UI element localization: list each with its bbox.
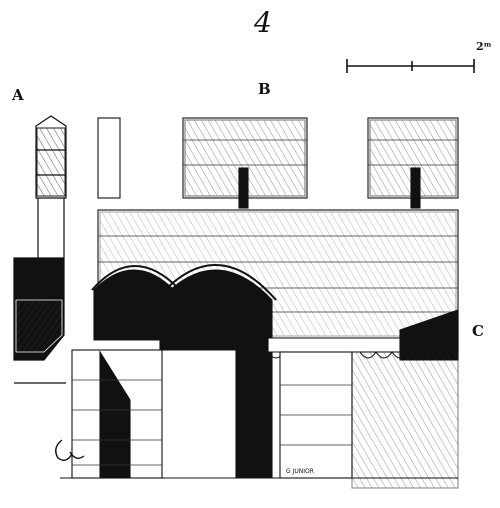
section-a (13, 115, 67, 384)
section-b-wall (60, 117, 459, 489)
label-b: B (258, 80, 271, 98)
scale-bar (346, 59, 475, 73)
plate-number: 4 (254, 6, 272, 39)
label-c: C (472, 322, 484, 340)
engraver-signature: G JUNIOR (286, 468, 314, 475)
label-a: A (12, 86, 24, 104)
engraver-monogram (55, 439, 85, 461)
scale-label: 2ᵐ (476, 40, 492, 53)
